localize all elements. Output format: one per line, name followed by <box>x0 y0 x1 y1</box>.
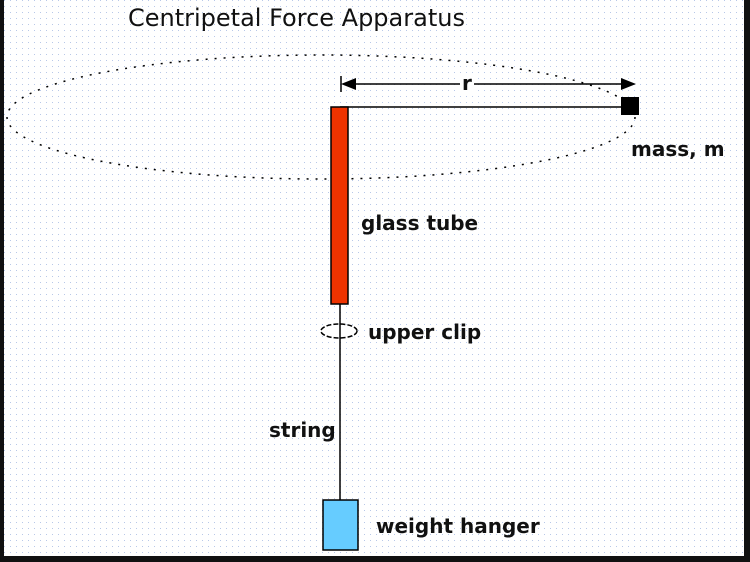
diagram-title: Centripetal Force Apparatus <box>128 4 465 32</box>
upper-clip-label: upper clip <box>368 320 482 344</box>
diagram-canvas: Centripetal Force Apparatus r mass, m gl… <box>4 0 744 556</box>
mass-label: mass, m <box>631 137 725 161</box>
radius-label: r <box>460 71 474 95</box>
weight-hanger <box>322 499 359 551</box>
weight-hanger-label: weight hanger <box>376 514 540 538</box>
mass-block <box>621 97 639 115</box>
glass-tube-label: glass tube <box>361 211 479 235</box>
dotted-background <box>4 0 744 556</box>
glass-tube <box>330 106 349 305</box>
string-label: string <box>269 418 336 442</box>
radius-arrow <box>340 76 636 92</box>
upper-clip <box>320 323 358 339</box>
orbit-path <box>6 54 636 180</box>
apparatus-drawing <box>4 0 744 556</box>
